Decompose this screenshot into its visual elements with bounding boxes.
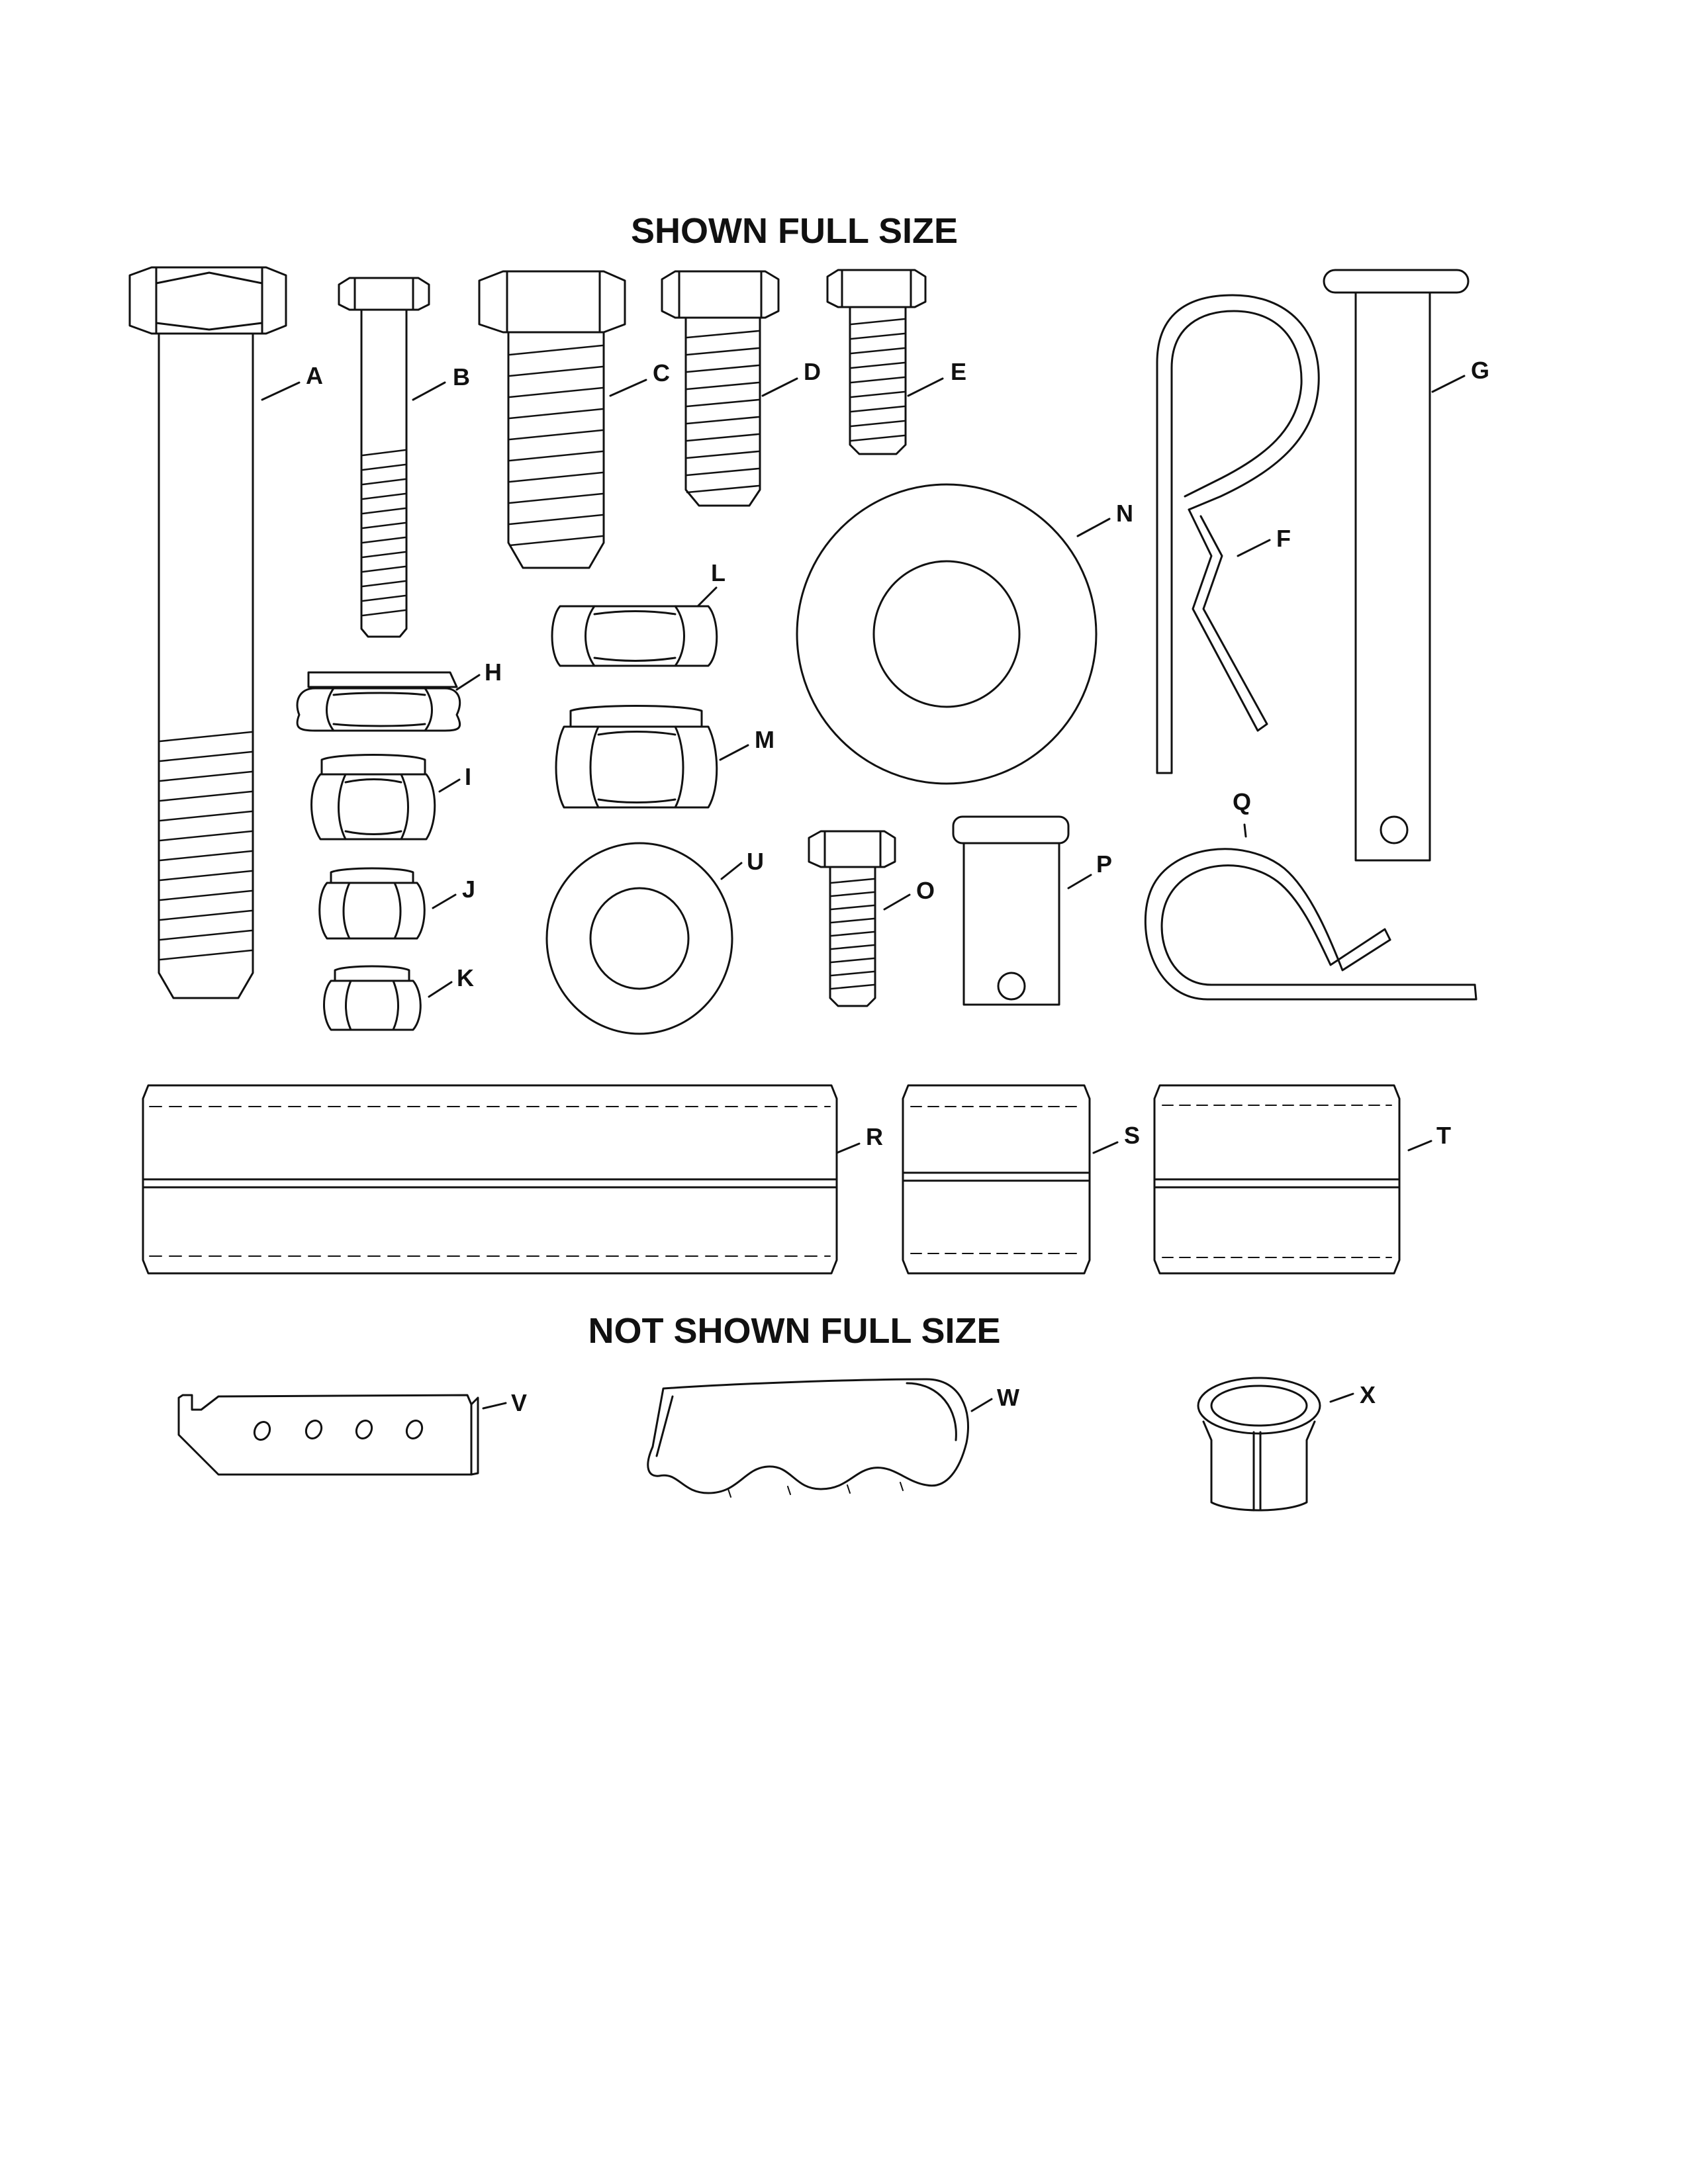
label-l: L [711,559,726,586]
clevis-pin-g [1323,269,1470,862]
bolt-o [808,830,896,1007]
not-shown-full-size-heading: NOT SHOWN FULL SIZE [588,1311,1001,1351]
label-b: B [453,363,470,390]
label-a: A [306,362,323,389]
bolt-c [478,270,626,569]
label-r: R [866,1123,883,1150]
handle-grip-w [647,1378,969,1498]
label-s: S [1124,1122,1140,1149]
leader-lines [261,375,1466,1412]
bolt-a [128,266,287,999]
clevis-pin-p [952,815,1070,1006]
bolt-d [661,270,780,507]
label-i: I [465,763,471,790]
hex-nut-l [551,605,718,667]
washer-n [796,483,1098,785]
hairpin-clip-q [1144,848,1477,1001]
spacer-tube-t [1153,1084,1401,1275]
spacer-tube-r [142,1084,838,1275]
shown-full-size-heading: SHOWN FULL SIZE [631,211,958,251]
label-j: J [462,876,475,903]
part-labels: A B C D E F G H I J K L M N O P Q R S T … [306,357,1489,1416]
hairpin-clip-f [1156,294,1320,774]
label-n: N [1116,500,1133,527]
flange-bushing-x [1197,1377,1321,1512]
bolt-e [826,269,927,455]
bracket-v [177,1394,479,1476]
label-u: U [747,848,764,875]
label-e: E [951,358,966,385]
label-w: W [997,1384,1019,1411]
label-p: P [1096,850,1112,878]
washer-u [545,842,733,1035]
label-q: Q [1233,788,1251,815]
label-k: K [457,964,474,991]
spacer-tube-s [902,1084,1091,1275]
lock-nut-k [323,965,422,1031]
label-t: T [1436,1122,1451,1149]
bolt-b [338,277,430,638]
label-h: H [485,659,502,686]
label-m: M [755,726,774,753]
lock-nut-m [555,705,718,809]
lock-nut-j [318,867,426,940]
label-d: D [804,358,821,385]
label-g: G [1471,357,1489,384]
label-x: X [1360,1381,1376,1408]
label-v: V [511,1389,527,1416]
lock-nut-i [310,754,436,841]
label-o: O [916,877,935,904]
label-c: C [653,359,670,387]
hex-nut-h [296,671,461,732]
label-f: F [1276,525,1291,552]
